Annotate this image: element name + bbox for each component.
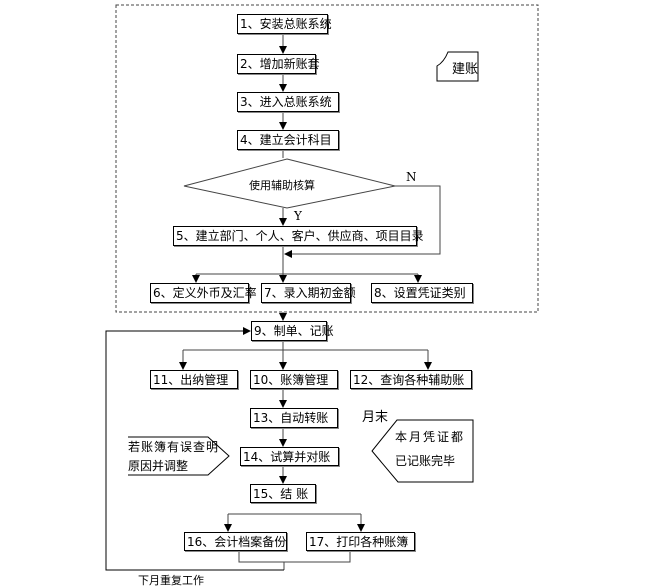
step-3: 3、进入总账系统 xyxy=(237,92,339,112)
branch-no-label: N xyxy=(406,170,417,184)
setup-note-shape xyxy=(436,51,479,82)
step-2: 2、增加新账套 xyxy=(237,54,320,74)
month-end-label: 月末 xyxy=(362,410,389,425)
vouchers-complete-callout xyxy=(371,419,474,483)
step-17: 17、打印各种账簿 xyxy=(306,532,415,551)
error-note-line1: 若账簿有误查明 xyxy=(128,440,220,454)
error-adjust-callout xyxy=(128,436,230,476)
setup-group-border xyxy=(115,4,539,313)
step-1: 1、安装总账系统 xyxy=(237,14,332,34)
step-9: 9、制单、记账 xyxy=(251,321,334,341)
step-10: 10、账簿管理 xyxy=(250,370,338,389)
vouchers-note-line2: 已记账完毕 xyxy=(395,454,456,468)
step-4: 4、建立会计科目 xyxy=(237,130,339,150)
decision-label: 使用辅助核算 xyxy=(249,179,315,192)
step-15: 15、结 账 xyxy=(250,484,316,503)
step-5: 5、建立部门、个人、客户、供应商、项目目录 xyxy=(173,226,424,246)
error-note-line2: 原因并调整 xyxy=(128,459,189,473)
step-11: 11、出纳管理 xyxy=(150,370,238,389)
step-6: 6、定义外币及汇率 xyxy=(150,283,257,303)
branch-yes-label: Y xyxy=(294,209,302,223)
loop-back-line xyxy=(105,327,284,571)
setup-note-label: 建账 xyxy=(452,62,479,77)
step-7: 7、录入期初金额 xyxy=(261,283,356,303)
vouchers-note-line1: 本月凭证都 xyxy=(395,430,466,444)
step-14: 14、试算并对账 xyxy=(240,447,339,466)
step-13: 13、自动转账 xyxy=(250,408,338,428)
step-16: 16、会计档案备份 xyxy=(184,532,287,551)
step-12: 12、查询各种辅助账 xyxy=(350,370,472,389)
step-8: 8、设置凭证类别 xyxy=(371,283,473,303)
next-month-label: 下月重复工作 xyxy=(138,574,204,587)
decision-diamond xyxy=(183,158,396,209)
